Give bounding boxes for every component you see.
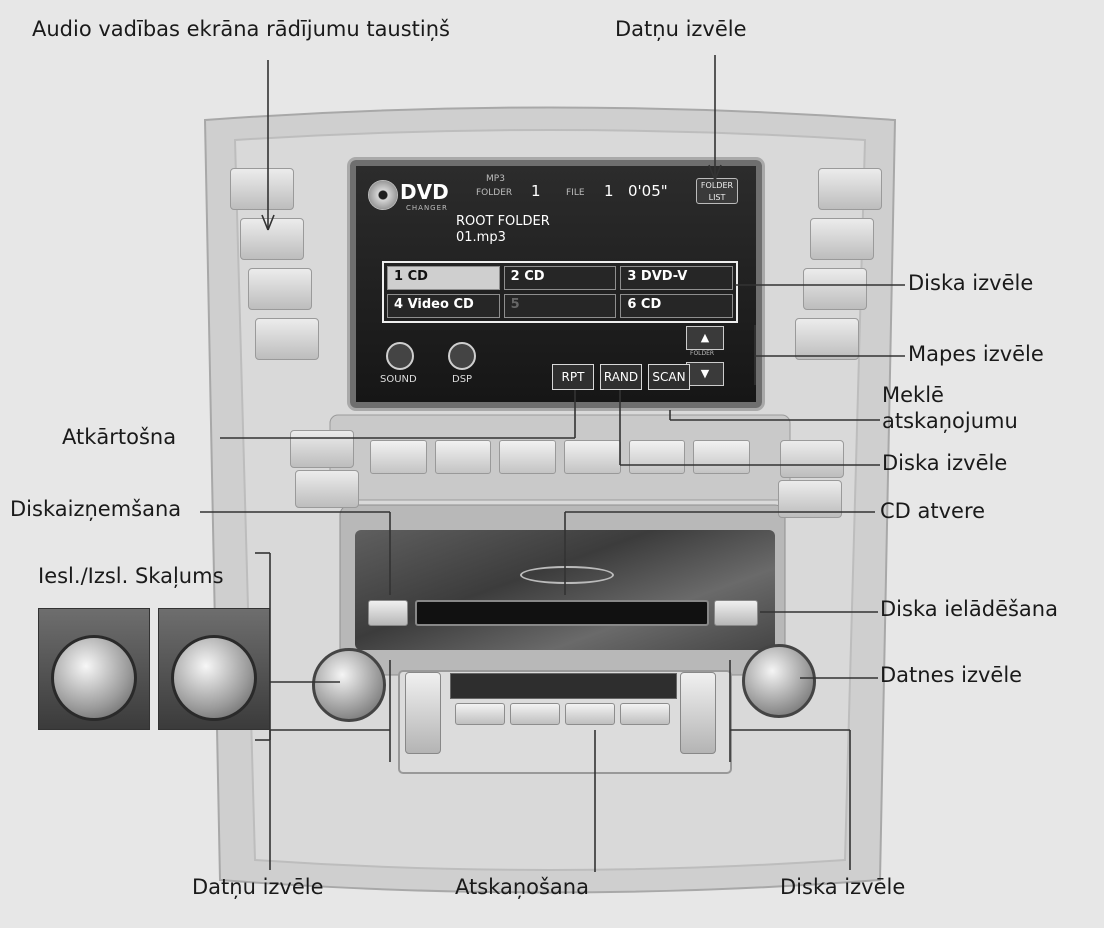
dvd-logo-sub: CHANGER [406,204,448,212]
callout-audio-screen-button: Audio vadības ekrāna rādījumu taustiņš [32,17,451,41]
mp3-label: MP3 [486,174,505,184]
audio-button[interactable] [240,218,304,260]
side-button-right-1[interactable] [818,168,882,210]
callout-cd-slot: CD atvere [880,499,986,523]
tune-button[interactable] [620,703,670,725]
fm-button[interactable] [510,703,560,725]
folder-label: FOLDER [476,188,513,198]
callout-folder-select: Mapes izvēle [908,342,1044,366]
dsp-icon[interactable] [448,342,476,370]
brand-emblem [520,566,614,584]
callout-disc-load: Diska ielādēšana [880,597,1058,621]
callout-file-select-top: Datņu izvēle [615,17,747,41]
side-button-right-4[interactable] [795,318,859,360]
callout-playback: Atskaņošana [455,875,589,899]
climate-button[interactable] [434,440,492,474]
side-button-left-4[interactable] [255,318,319,360]
callout-repeat: Atkārtošna [62,425,177,449]
callout-disc-select-bottom: Diska izvēle [780,875,906,899]
disc-1-button[interactable]: 1 CD [387,266,500,290]
disc-load-button[interactable] [714,600,758,626]
audio-panel-display [450,673,677,699]
disc-6-button[interactable]: 6 CD [620,294,733,318]
disc-icon [368,180,398,210]
ch-disc-button[interactable] [680,672,716,754]
wood-trim-panel [355,530,775,650]
knob-press-icon [51,635,137,721]
callout-power-volume: Iesl./Izsl. Skaļums [38,564,224,588]
folder-name: ROOT FOLDER [456,214,550,229]
folder-up-button[interactable]: ▲ [686,326,724,350]
disc-2-button[interactable]: 2 CD [503,266,617,290]
dsp-label: DSP [452,374,473,385]
dvd-logo: DVD [400,180,449,204]
am-button[interactable] [455,703,505,725]
disc-4-button[interactable]: 4 Video CD [387,294,500,318]
file-name: 01.mp3 [456,230,506,245]
rpt-button[interactable]: RPT [552,364,594,390]
folder-list-button[interactable]: FOLDER LIST [696,178,738,204]
scan-button[interactable]: SCAN [648,364,690,390]
side-button-left-5[interactable] [290,430,354,468]
climate-button[interactable] [564,440,621,474]
callout-scan-line1: Meklē [882,383,944,407]
side-button-right-5[interactable] [780,440,844,478]
file-number: 1 [604,182,614,200]
folder-down-button[interactable]: ▼ [686,362,724,386]
callout-file-select-knob: Datnes izvēle [880,663,1023,687]
folder-number: 1 [531,182,541,200]
side-button-left-1[interactable] [230,168,294,210]
side-button-right-6[interactable] [778,480,842,518]
climate-button[interactable] [628,440,686,474]
climate-button-strip [370,440,751,474]
callout-file-select-bottom: Datņu izvēle [192,875,324,899]
callout-eject: Diskaizņemšana [10,497,182,521]
audio-screen: DVD CHANGER MP3 FOLDER 1 FILE 1 0'05" FO… [350,160,762,408]
play-time: 0'05" [628,182,668,200]
sound-icon[interactable] [386,342,414,370]
climate-button[interactable] [370,440,427,474]
file-select-knob[interactable] [742,644,816,718]
side-button-left-6[interactable] [295,470,359,508]
callout-disc-select-rand: Diska izvēle [882,451,1008,475]
seek-track-button[interactable] [405,672,441,754]
eject-button[interactable] [368,600,408,626]
side-button-left-3[interactable] [248,268,312,310]
callout-scan-line2: atskaņojumu [882,409,1018,433]
disc-play-button[interactable] [565,703,615,725]
power-volume-knob[interactable] [312,648,386,722]
cd-slot[interactable] [415,600,709,626]
volume-turn-inset [158,608,270,730]
side-button-right-3[interactable] [803,268,867,310]
folder-caption: FOLDER [690,350,715,357]
disc-5-button[interactable]: 5 [503,294,617,318]
disc-3-button[interactable]: 3 DVD-V [620,266,733,290]
disc-select-grid: 1 CD 2 CD 3 DVD-V 4 Video CD 5 6 CD [382,261,738,323]
climate-button[interactable] [693,440,751,474]
knob-turn-icon [171,635,257,721]
climate-button[interactable] [499,440,557,474]
callout-disc-select-grid: Diska izvēle [908,271,1034,295]
sound-label: SOUND [380,374,417,385]
power-press-inset [38,608,150,730]
file-label: FILE [566,188,585,198]
rand-button[interactable]: RAND [600,364,642,390]
side-button-right-2[interactable] [810,218,874,260]
